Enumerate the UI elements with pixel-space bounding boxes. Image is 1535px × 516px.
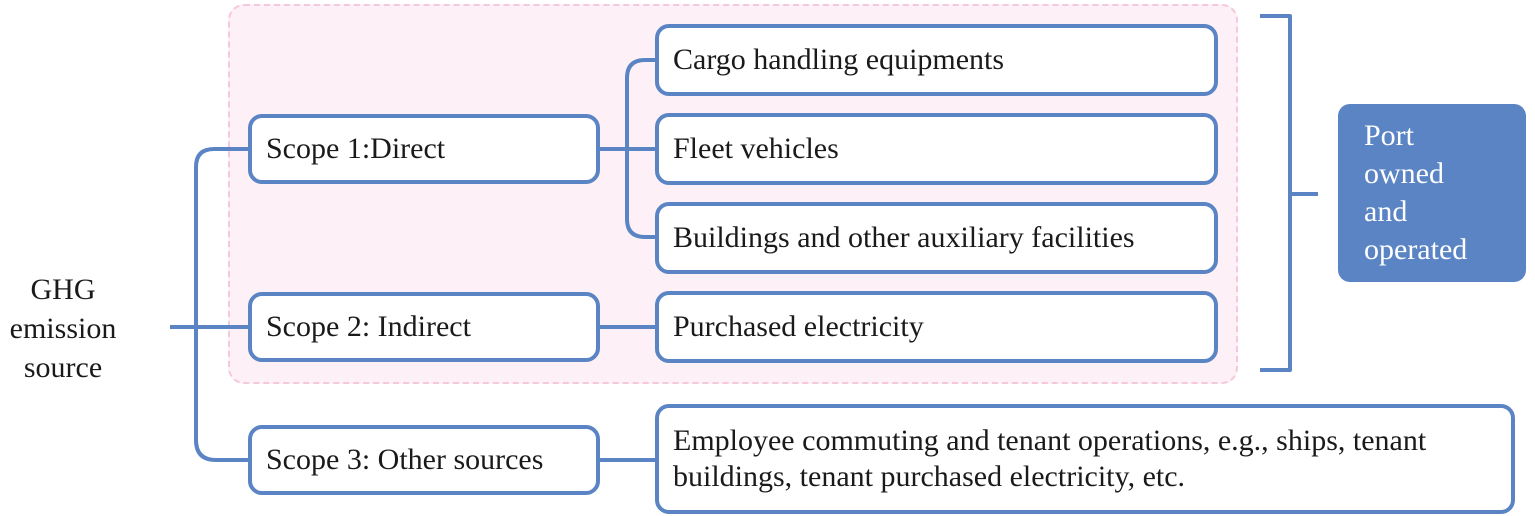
root-node-ghg-emission-source: GHG emission source bbox=[8, 270, 118, 387]
scope-2-label: Scope 2: Indirect bbox=[266, 310, 471, 343]
scope-3-other-sources-node: Scope 3: Other sources bbox=[248, 425, 600, 495]
source-fleet-vehicles-node: Fleet vehicles bbox=[655, 113, 1218, 185]
port-box-line: Port bbox=[1364, 119, 1415, 152]
source-purchased-electricity-node: Purchased electricity bbox=[655, 291, 1218, 363]
source-employee-commuting-node: Employee commuting and tenant operations… bbox=[655, 404, 1515, 514]
source-employee-commuting-label: Employee commuting and tenant operations… bbox=[673, 424, 1427, 493]
scope-3-label: Scope 3: Other sources bbox=[266, 443, 544, 476]
source-cargo-handling-node: Cargo handling equipments bbox=[655, 24, 1218, 96]
root-label-line: source bbox=[23, 351, 103, 384]
source-purchased-electricity-label: Purchased electricity bbox=[673, 310, 924, 343]
port-owned-operated-box: Port owned and operated bbox=[1338, 104, 1526, 282]
connector-root-branch bbox=[194, 147, 250, 462]
port-owned-bracket bbox=[1260, 14, 1292, 372]
source-buildings-label: Buildings and other auxiliary facilities bbox=[673, 221, 1135, 254]
root-label-line: GHG bbox=[30, 273, 96, 306]
port-box-line: and bbox=[1364, 195, 1408, 228]
scope-2-indirect-node: Scope 2: Indirect bbox=[248, 292, 600, 362]
source-cargo-handling-label: Cargo handling equipments bbox=[673, 43, 1005, 76]
source-fleet-vehicles-label: Fleet vehicles bbox=[673, 132, 839, 165]
root-label-line: emission bbox=[9, 312, 117, 345]
port-box-line: operated bbox=[1364, 233, 1468, 266]
source-buildings-node: Buildings and other auxiliary facilities bbox=[655, 202, 1218, 274]
scope-1-label: Scope 1:Direct bbox=[266, 132, 446, 165]
port-box-line: owned bbox=[1364, 157, 1444, 190]
scope-1-direct-node: Scope 1:Direct bbox=[248, 114, 600, 184]
